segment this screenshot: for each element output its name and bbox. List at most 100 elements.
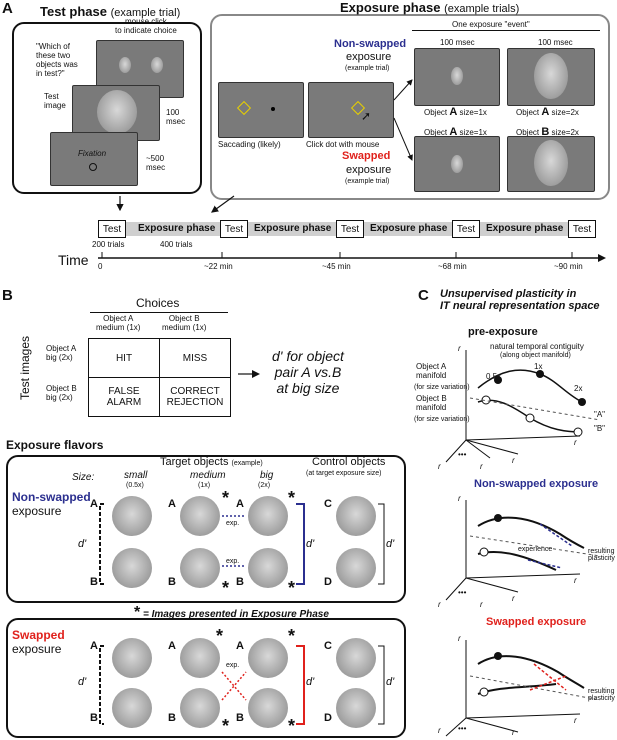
sw-control-c: [336, 638, 376, 678]
ns-letter-a1: A: [90, 498, 98, 510]
ns-medium-a: [180, 496, 220, 536]
sw-letter-b3: B: [236, 712, 244, 724]
experience-1: experience: [518, 546, 553, 553]
c-nonswapped-label: Non-swapped exposure: [474, 478, 599, 490]
nonswapped-box: [6, 455, 406, 603]
b-swapped-sub: exposure: [12, 642, 62, 656]
contiguity-label: natural temporal contiguity: [490, 342, 584, 351]
swapped-sub: exposure: [346, 164, 392, 176]
sw-letter-b2: B: [168, 712, 176, 724]
contiguity-sub: (along object manifold): [500, 352, 571, 359]
sw-letter-a1: A: [90, 640, 98, 652]
s05-label: 0.5x: [486, 372, 502, 381]
sw-small-b: [112, 688, 152, 728]
tl-exposure-1: Exposure phase: [138, 223, 216, 234]
small-sub: (0.5x): [126, 482, 144, 489]
rn-label-2: r: [438, 600, 441, 609]
test-image-label: Test image: [44, 92, 66, 110]
swapped-label: Swapped: [342, 150, 391, 162]
mouse-click-label: mouse click to indicate choice: [115, 17, 177, 35]
t100b-label: 100 msec: [538, 38, 573, 47]
exposure-phase-box: [210, 14, 610, 200]
obj-a2-label: Object A size=2x: [516, 106, 579, 118]
nonswapped-sub2: (example trial): [345, 65, 390, 72]
test-image-screen: [72, 85, 160, 141]
sw-control-d: [336, 688, 376, 728]
black-dot: [271, 107, 275, 111]
sw-medium-b: [180, 688, 220, 728]
sw-star-4: *: [288, 716, 296, 736]
sw-letter-c: C: [324, 640, 332, 652]
saccade-screen: [218, 82, 304, 138]
swapped-sub2: (example trial): [345, 178, 390, 185]
test-phase-title: Test phase (example trial): [40, 4, 181, 19]
fixation-label: Fixation: [78, 149, 107, 158]
sw-letter-b1: B: [90, 712, 98, 724]
sw-dprime-left: d': [78, 676, 87, 688]
tick-22: ~22 min: [204, 262, 233, 271]
ns-letter-b1: B: [90, 576, 98, 588]
tl-test-3: Test: [336, 220, 364, 238]
event-label: One exposure "event": [452, 20, 530, 29]
r1-label-2: r: [458, 494, 461, 503]
click-screen: ➚: [308, 82, 394, 138]
pre-exposure-label: pre-exposure: [468, 326, 538, 338]
row2-label: Object B big (2x): [46, 384, 77, 402]
ns-dprime-right: d': [306, 538, 315, 550]
ns-star-4: *: [288, 578, 296, 598]
ns-letter-d: D: [324, 576, 332, 588]
qa-label: "A": [594, 410, 606, 419]
dots-1: •••: [458, 450, 467, 459]
big-label: big: [260, 470, 274, 481]
b-nonswapped-sub: exposure: [12, 504, 62, 518]
sw-big-a: [248, 638, 288, 678]
tick-68: ~68 min: [438, 262, 467, 271]
ns-control-c: [336, 496, 376, 536]
tl-test-4: Test: [452, 220, 480, 238]
exp-screen-a1: [414, 48, 500, 106]
tick-45: ~45 min: [322, 262, 351, 271]
obj-b2-label: Object B size=2x: [516, 126, 579, 138]
exp-screen-b2: [507, 136, 595, 192]
choices-label: Choices: [136, 296, 180, 310]
tl-test-2: Test: [220, 220, 248, 238]
swapped-box: [6, 618, 406, 738]
control-objects-label: Control objects: [312, 456, 386, 468]
panel-c-title: Unsupervised plasticity in IT neural rep…: [440, 288, 600, 312]
flavors-title: Exposure flavors: [6, 438, 104, 452]
medium-label: medium: [190, 470, 226, 481]
panel-letter-a: A: [2, 0, 13, 17]
dprime-text: d' for object pair A vs.B at big size: [272, 348, 344, 396]
ns-letter-a2: A: [168, 498, 176, 510]
col1-label: Object A medium (1x): [96, 314, 141, 332]
sw-letter-a2: A: [168, 640, 176, 652]
face-small-right: [151, 57, 163, 73]
time-label: Time: [58, 252, 89, 268]
cell-correct-rejection: CORRECT REJECTION: [159, 377, 231, 417]
event-bracket: [412, 30, 600, 34]
s2-label: 2x: [574, 384, 583, 393]
r1-label-1: r: [458, 344, 461, 353]
saccading-label: Saccading (likely): [218, 140, 281, 149]
sw-star-2: *: [288, 626, 296, 646]
sw-star-1: *: [216, 626, 224, 646]
sw-exp: exp.: [226, 662, 240, 669]
tl-exposure-4: Exposure phase: [486, 223, 564, 234]
face-noisy: [97, 90, 137, 134]
nonswapped-label: Non-swapped: [334, 38, 407, 50]
ns-star-1: *: [222, 488, 230, 508]
ns-dprime-control: d': [386, 538, 395, 550]
col2-label: Object B medium (1x): [162, 314, 207, 332]
nonswapped-sub: exposure: [346, 51, 392, 63]
size-label: Size:: [72, 472, 95, 483]
sw-star-3: *: [222, 716, 230, 736]
exposure-phase-title: Exposure phase (example trials): [340, 0, 520, 15]
r2-label-3: r: [574, 716, 577, 725]
click-dot-label: Click dot with mouse: [306, 140, 380, 149]
resulting-1: resulting plasticity: [588, 548, 615, 562]
tick-0: 0: [98, 262, 103, 271]
